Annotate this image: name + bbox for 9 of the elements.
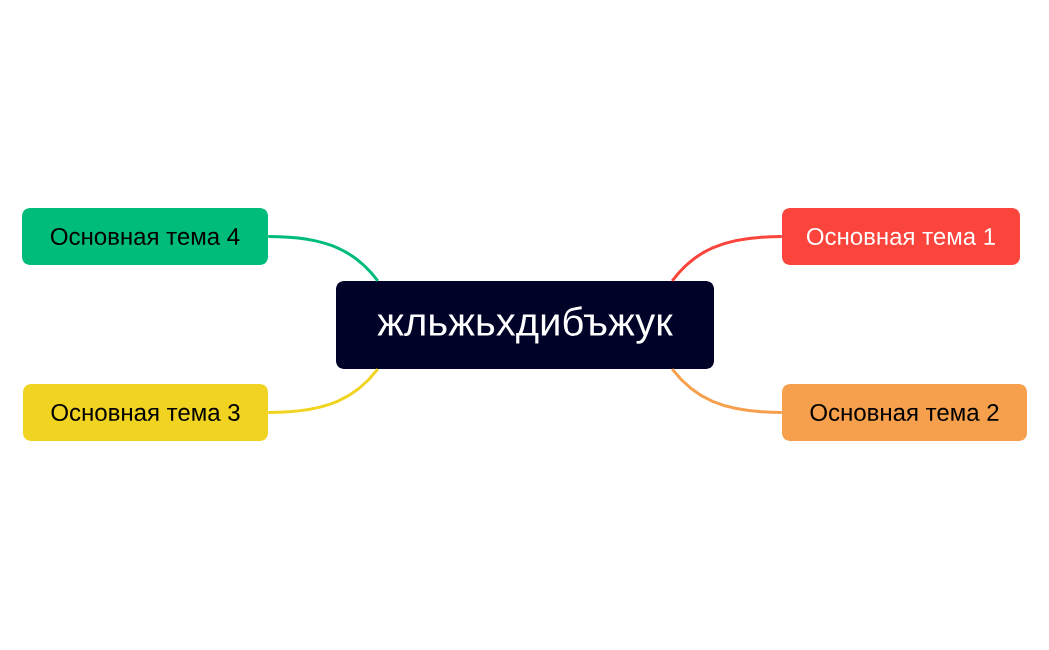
branch-line [268, 368, 379, 414]
topic-box: Основная тема 4 [22, 208, 268, 265]
branch-line [671, 368, 782, 414]
topic-box: Основная тема 1 [782, 208, 1020, 265]
branch-line [671, 235, 782, 282]
branch-line [268, 235, 379, 282]
central-topic-box: жльжьхдибъжук [336, 281, 714, 369]
topic-box: Основная тема 3 [23, 384, 268, 441]
topic-box: Основная тема 2 [782, 384, 1027, 441]
